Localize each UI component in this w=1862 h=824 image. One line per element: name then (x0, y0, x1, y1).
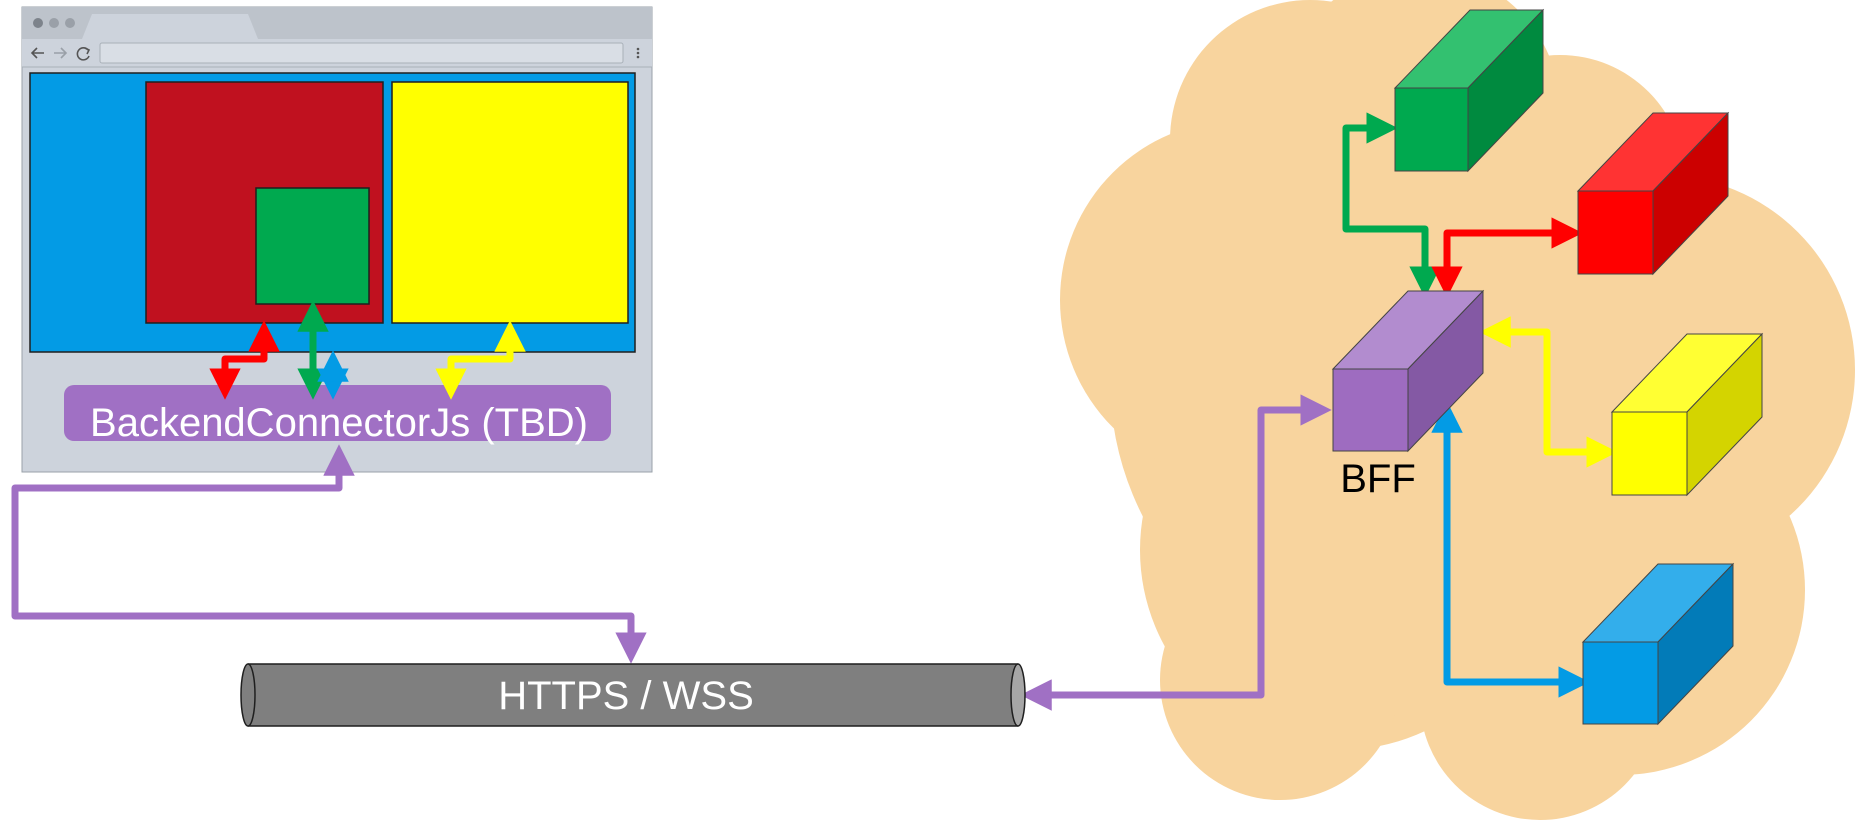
address-bar[interactable] (100, 43, 623, 63)
browser-window: BackendConnectorJs (TBD) (22, 7, 652, 472)
yellow-panel (392, 82, 628, 323)
https-pipe: HTTPS / WSS (241, 664, 1025, 726)
kebab-menu-icon[interactable] (637, 48, 640, 59)
pipe-label: HTTPS / WSS (498, 674, 754, 718)
bff-label: BFF (1340, 457, 1416, 501)
minimize-dot-icon[interactable] (49, 18, 59, 28)
green-panel (256, 188, 369, 304)
connector-to-pipe-arrow (15, 460, 631, 648)
browser-tab[interactable] (82, 14, 258, 39)
window-controls[interactable] (33, 18, 75, 28)
maximize-dot-icon[interactable] (65, 18, 75, 28)
connector-label: BackendConnectorJs (TBD) (90, 401, 588, 445)
close-dot-icon[interactable] (33, 18, 43, 28)
